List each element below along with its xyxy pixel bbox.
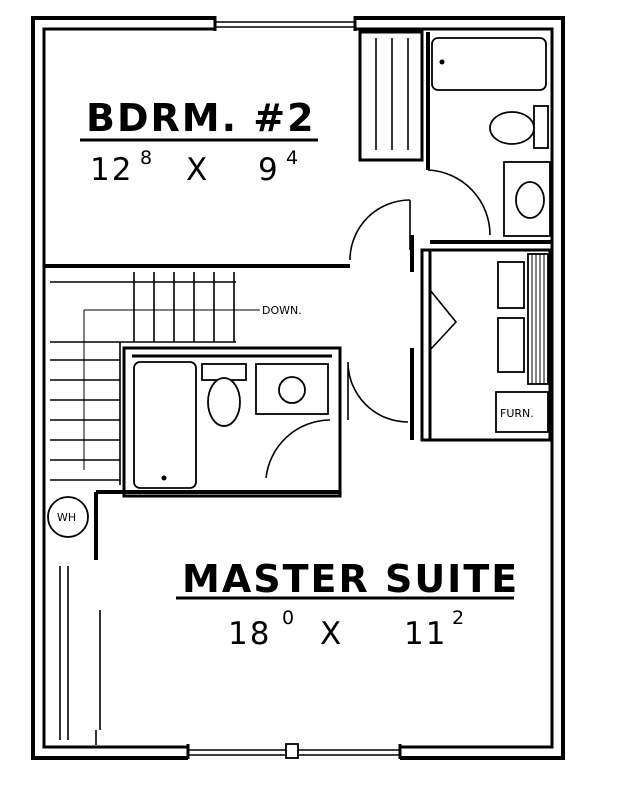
furnace-closet-fixtures bbox=[495, 253, 549, 433]
staircase bbox=[50, 272, 260, 485]
doors bbox=[95, 169, 491, 745]
stair-down-label: DOWN. bbox=[262, 304, 302, 317]
master-name: MASTER SUITE bbox=[182, 557, 519, 601]
hall-bath-fixtures bbox=[133, 361, 329, 489]
master-closet bbox=[59, 566, 101, 740]
master-dim-b: 11 bbox=[404, 616, 447, 652]
bedroom2-dim-b-sup: 4 bbox=[286, 147, 298, 169]
exterior-walls bbox=[31, 15, 565, 760]
furnace-label: FURN. bbox=[500, 407, 534, 420]
master-dim-a-sup: 0 bbox=[282, 607, 294, 629]
bedroom2-label-group: BDRM. #2 12 8 X 9 4 bbox=[80, 96, 318, 188]
bedroom2-times: X bbox=[186, 152, 209, 188]
master-label-group: MASTER SUITE 18 0 X 11 2 bbox=[176, 557, 519, 652]
bedroom2-dim-a-sup: 8 bbox=[140, 147, 152, 169]
bedroom2-name: BDRM. #2 bbox=[86, 96, 316, 140]
water-heater-label: WH bbox=[57, 511, 76, 524]
water-heater bbox=[47, 496, 89, 538]
bedroom2-dim-b: 9 bbox=[258, 152, 280, 188]
master-dim-a: 18 bbox=[228, 616, 271, 652]
interior-walls bbox=[44, 30, 552, 560]
bedroom2-dim-a: 12 bbox=[90, 152, 133, 188]
upper-bath-fixtures bbox=[431, 37, 551, 237]
master-times: X bbox=[320, 616, 343, 652]
master-dim-b-sup: 2 bbox=[452, 607, 464, 629]
